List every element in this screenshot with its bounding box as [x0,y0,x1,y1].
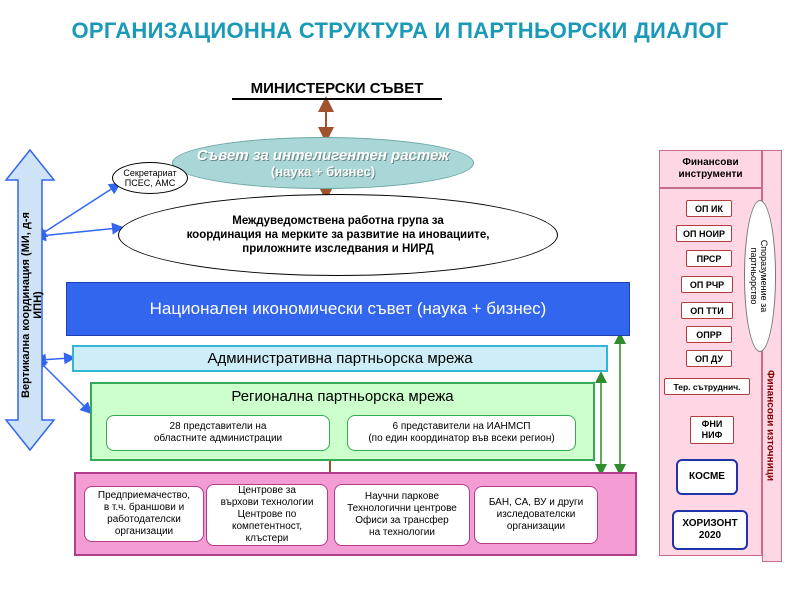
program-oprr: ОПРР [686,326,732,343]
stakeholder-2-line2: върхови технологии [220,497,314,508]
stakeholder-1-line2: в т.ч. браншови и [103,502,185,513]
stakeholder-2-line5: клъстери [245,533,289,544]
program-op-rchr: ОП РЧР [681,276,733,293]
secretariat-line1: Секретариат [123,168,177,178]
regional-admin-reps: 28 представители на областните администр… [106,415,330,451]
arrow-vc-workgroup [34,222,124,242]
regional-right-line2: (по един координатор във всеки регион) [368,433,555,444]
stakeholder-1-line3: работодателски [107,514,181,525]
partnership-agreement-label: Споразумение за партньорство [749,211,769,341]
arrow-vc-secretariat [34,182,122,239]
regional-left-line2: областните администрации [153,433,283,444]
stakeholder-2-line4: компетентност, [231,521,303,532]
regional-agency-reps: 6 представители на ИАНМСП (по един коорд… [347,415,576,451]
smart-growth-council: Съвет за интелигентен растеж (наука + би… [172,137,474,189]
interagency-workgroup: Междуведомствена работна група за коорди… [118,194,558,276]
workgroup-line1: Междуведомствена работна група за [232,215,444,227]
fin-header-line1: Финансови [682,157,739,168]
program-op-noir: ОП НОИР [676,225,732,242]
regional-network: Регионална партньорска мрежа 28 представ… [90,382,595,461]
horizon-line2: 2020 [698,530,722,541]
workgroup-line2: координация на мерките за развитие на ин… [186,229,490,241]
arrow-vc-admin [34,352,76,366]
minister-council: МИНИСТЕРСКИ СЪВЕТ [232,80,442,100]
financial-instruments-header: Финансови инструменти [659,150,762,188]
program-op-du: ОП ДУ [686,350,732,367]
stakeholder-3-line2: Технологични центрове [347,503,457,514]
stakeholder-3-line1: Научни паркове [364,491,440,502]
regional-left-line1: 28 представители на [169,421,267,432]
agreement-line1: Споразумение за [759,239,769,313]
stakeholder-2-line3: Центрове по [237,509,297,520]
stakeholder-research-orgs: БАН, СА, ВУ и други изследователски орга… [474,486,598,544]
fni-nif-box: ФНИ НИФ [690,416,734,444]
administrative-network: Административна партньорска мрежа [72,345,608,372]
program-prsr: ПРСР [686,250,732,267]
nif-label: НИФ [701,430,723,440]
vertical-coordination-label: Вертикална координация (МИ, д-я ИПН) [20,212,44,398]
horizon-line1: ХОРИЗОНТ [682,518,738,529]
secretariat-line2: ПСЕС, АМС [124,178,176,188]
program-op-tti: ОП ТТИ [681,302,733,319]
regional-right-line1: 6 представители на ИАНМСП [392,421,531,432]
vertical-coordination-arrow [4,148,56,452]
stakeholder-4-line2: изследователски [496,509,576,520]
national-economic-council: Национален икономически съвет (наука + б… [66,282,630,336]
stakeholder-3-line4: на технологии [369,527,435,538]
stakeholder-4-line1: БАН, СА, ВУ и други [488,497,584,508]
arrow-vc-regional [35,357,93,415]
workgroup-line3: приложните изследвания и НИРД [242,243,434,255]
regional-title: Регионална партньорска мрежа [231,388,454,405]
fin-header-line2: инструменти [678,169,743,180]
partnership-agreement-ellipse [744,200,776,352]
cosme-box: КОСМЕ [676,459,738,495]
horizon-box: ХОРИЗОНТ 2020 [672,510,748,550]
stakeholder-1-line4: организации [114,526,174,537]
stakeholder-science-parks: Научни паркове Технологични центрове Офи… [334,484,470,546]
stakeholder-3-line3: Офиси за трансфер [355,515,449,526]
stakeholder-entrepreneurship: Предприемачество, в т.ч. браншови и рабо… [84,486,204,542]
page-title: ОРГАНИЗАЦИОННА СТРУКТУРА И ПАРТНЬОРСКИ Д… [71,18,729,43]
financial-sources-label: Финансови източници [764,369,776,482]
agreement-line2: партньорство [749,247,759,305]
stakeholder-tech-centers: Центрове за върхови технологии Центрове … [206,484,328,546]
secretariat-ellipse: Секретариат ПСЕС, АМС [112,162,188,194]
fni-label: ФНИ [701,419,723,429]
council-title: Съвет за интелигентен растеж [196,147,450,164]
council-subtitle: (наука + бизнес) [270,164,376,179]
stakeholders-panel: Предприемачество, в т.ч. браншови и рабо… [74,472,637,556]
program-territorial: Тер. сътруднич. [664,378,750,395]
stakeholder-4-line3: организации [506,521,566,532]
stakeholder-1-line1: Предприемачество, [97,490,191,501]
stakeholder-2-line1: Центрове за [238,485,296,496]
program-op-ik: ОП ИК [686,200,732,217]
